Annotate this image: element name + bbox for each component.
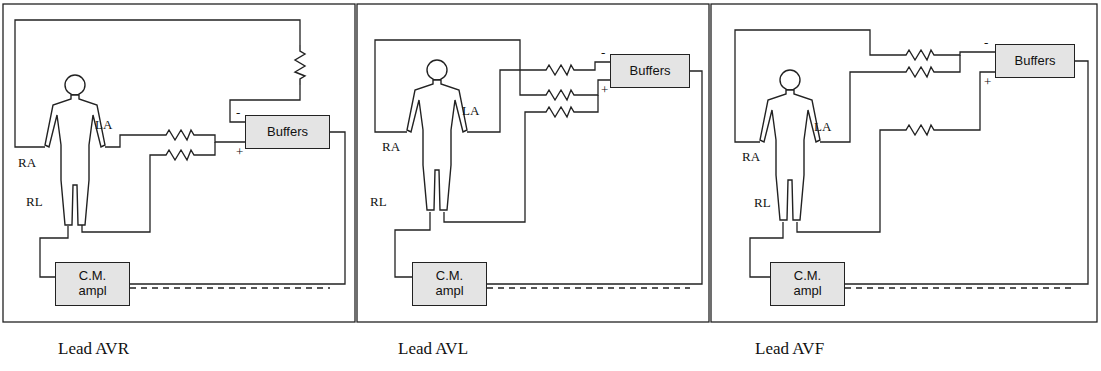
electrode-label: RA: [18, 156, 36, 169]
resistor-symbol: [160, 130, 200, 140]
electrode-label: RL: [370, 195, 387, 208]
buffer-box: Buffers: [245, 115, 330, 149]
polarity-sign: -: [601, 46, 605, 59]
electrode-label: RA: [742, 150, 760, 163]
signal-wire: [845, 61, 1088, 284]
resistor-symbol: [540, 107, 580, 117]
polarity-sign: +: [984, 75, 991, 88]
electrode-label: RL: [754, 196, 771, 209]
signal-wire: [130, 132, 345, 284]
buffer-box: Buffers: [610, 54, 690, 88]
resistor-symbol: [540, 90, 580, 100]
box-label: C.M. ampl: [428, 269, 472, 299]
signal-wire: [487, 71, 702, 284]
lead-caption: Lead AVF: [755, 340, 824, 357]
cm-amplifier-box: C.M. ampl: [55, 262, 130, 306]
box-label: C.M. ampl: [71, 269, 115, 299]
resistor-symbol: [900, 50, 940, 60]
resistor-symbol: [900, 125, 940, 135]
resistor-symbol: [295, 45, 305, 85]
electrode-label: RL: [26, 195, 43, 208]
box-label: Buffers: [630, 64, 671, 79]
human-figure: [45, 75, 105, 225]
polarity-sign: +: [601, 83, 608, 96]
electrode-label: RA: [382, 140, 400, 153]
buffer-box: Buffers: [995, 44, 1075, 78]
human-figure: [407, 60, 467, 210]
resistor-symbol: [160, 150, 200, 160]
polarity-sign: -: [984, 36, 988, 49]
lead-caption: Lead AVR: [58, 340, 129, 357]
box-label: C.M. ampl: [786, 269, 830, 299]
cm-amplifier-box: C.M. ampl: [770, 262, 845, 306]
electrode-label: LA: [95, 118, 112, 131]
box-label: Buffers: [267, 125, 308, 140]
cm-amplifier-box: C.M. ampl: [412, 262, 487, 306]
electrode-label: LA: [814, 120, 831, 133]
polarity-sign: +: [236, 145, 243, 158]
polarity-sign: -: [236, 106, 240, 119]
lead-caption: Lead AVL: [398, 340, 468, 357]
resistor-symbol: [540, 65, 580, 75]
box-label: Buffers: [1015, 54, 1056, 69]
electrode-label: LA: [462, 104, 479, 117]
resistor-symbol: [900, 67, 940, 77]
